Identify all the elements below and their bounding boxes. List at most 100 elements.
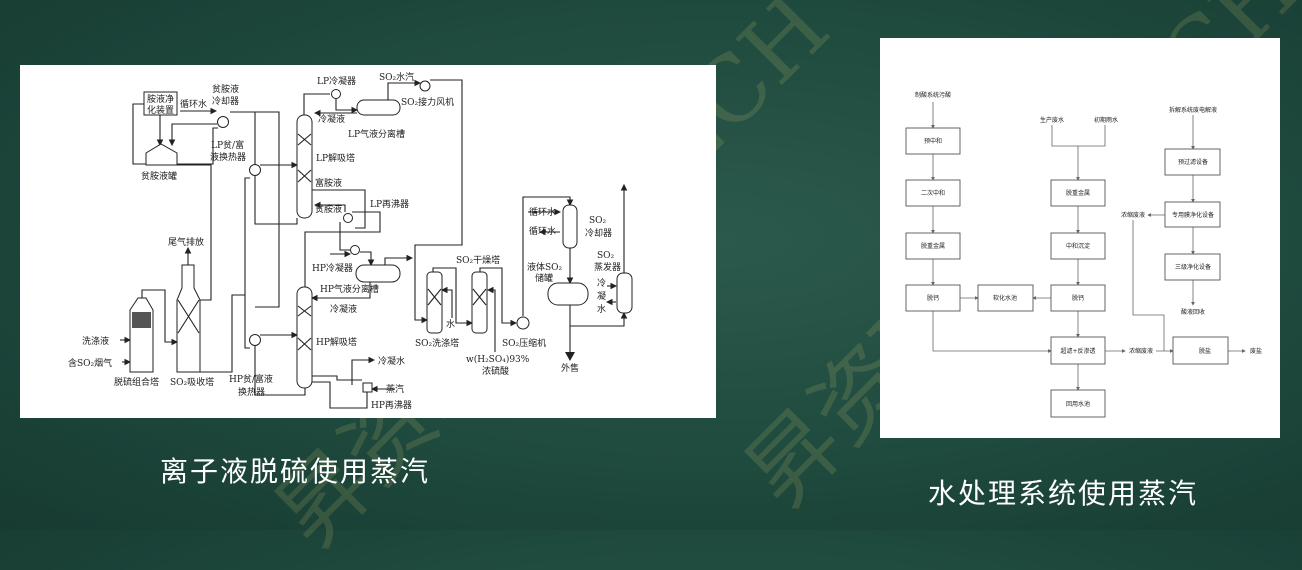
left-process-diagram: 胺液净 化装置 贫胺液 冷却器 循环水 贫胺液罐 LP贫/富 液换热器 LP冷凝… [68,71,633,411]
label: HP再沸器 [371,399,412,411]
label: HP气液分离槽 [320,283,379,295]
hp-separator [355,264,401,283]
box-label: 软化水池 [993,294,1017,302]
label: 冷却器 [212,95,239,107]
label: 贫胺液 [315,203,342,215]
box-label: 二次中和 [921,189,945,197]
box-label: 超滤+反渗透 [1060,347,1095,355]
box-label: 预中和 [924,137,942,145]
label: 冷凝水 [378,355,405,367]
label: 脱硫组合塔 [114,376,159,388]
so2-absorber-tower [176,264,201,373]
hp-heat-exchanger [249,334,261,346]
label: 富胺液 [315,177,342,189]
so2-dry-tower [471,271,488,334]
label: 循环水 [180,98,207,110]
label: LP冷凝器 [317,75,356,87]
output-label: 废盐 [1250,347,1262,355]
hp-condenser [350,245,360,255]
box-label: 脱盐 [1199,347,1211,355]
output-label: 浓缩废液 [1129,347,1153,355]
liquid-so2-tank [547,282,589,306]
flow-labels: 制酸系统污酸 生产废水 初期雨水 拆解系统废电解液 预中和 二次中和 脱重金属 … [915,91,1262,408]
export-arrow [565,352,575,361]
box-label: 三级净化设备 [1175,263,1211,271]
label: SO₂水汽 [379,71,414,83]
label: 液换热器 [210,151,246,163]
right-diagram-caption: 水处理系统使用蒸汽 [928,477,1199,510]
output-label: 酸液回收 [1181,308,1205,316]
so2-cooler [562,204,578,249]
label: 冷凝液 [318,113,345,125]
input-label: 制酸系统污酸 [915,91,951,99]
label: SO₂ [589,216,607,226]
so2-compressor [516,316,530,330]
lp-stripper-column [296,114,313,219]
label: 贫胺液 [212,83,239,95]
box-label: 脱钙 [927,294,939,302]
input-label: 拆解系统废电解液 [1169,106,1217,114]
label: 化装置 [147,104,174,116]
label: HP解吸塔 [316,336,357,348]
amine-purifier [143,91,178,116]
label: SO₂ [597,251,615,261]
label: 含SO₂烟气 [68,357,112,369]
label: SO₂吸收塔 [170,376,214,388]
left-diagram-caption: 离子液脱硫使用蒸汽 [160,455,431,488]
label: SO₂接力风机 [401,96,454,108]
box-label: 脱重金属 [1066,189,1090,197]
label: 循环水 [529,225,556,237]
box-label: 回用水池 [1066,400,1090,408]
so2-evaporator [616,272,633,314]
label: 水 [597,303,606,315]
lean-amine-cooler [217,116,229,128]
hp-reboiler [362,382,373,393]
label: w(H₂SO₄)93% [466,354,530,365]
label: 浓硫酸 [482,365,509,377]
label: SO₂干燥塔 [456,254,500,266]
output-label: 浓缩废液 [1121,211,1145,219]
label: 储罐 [535,272,553,284]
label: 胺液净 [147,93,174,105]
label: 循环水 [529,206,556,218]
label: 冷 [597,277,606,289]
so2-wash-tower [426,271,443,334]
label: 尾气排放 [168,236,204,248]
process-pipes [120,79,628,409]
label: HP贫/富液 [229,373,273,385]
box-label: 专用膜净化设备 [1172,211,1214,219]
label: 凝 [597,291,606,302]
label: LP再沸器 [370,198,409,210]
desulfurization-tower [129,297,154,373]
label: LP贫/富 [211,139,244,151]
right-water-treatment-diagram: 制酸系统污酸 生产废水 初期雨水 拆解系统废电解液 预中和 二次中和 脱重金属 … [905,91,1262,418]
diagrams-canvas: 胺液净 化装置 贫胺液 冷却器 循环水 贫胺液罐 LP贫/富 液换热器 LP冷凝… [68,71,1262,418]
label: 冷凝液 [330,303,357,315]
label: SO₂压缩机 [502,337,546,349]
box-label: 脱钙 [1072,294,1084,302]
hp-stripper-column [296,286,313,389]
label: 洗涤液 [82,335,109,347]
flow-lines [931,102,1246,391]
process-equipment [129,80,633,393]
label: HP冷凝器 [312,262,353,274]
label: 蒸汽 [386,383,404,395]
lp-condenser [331,89,341,99]
flow-boxes [905,127,1229,418]
so2-booster-fan [419,80,431,92]
label: 冷却器 [585,227,612,239]
lp-separator [356,99,401,116]
input-label: 生产废水 [1040,116,1064,124]
lean-amine-tank [145,143,178,166]
box-label: 中和沉淀 [1066,242,1090,250]
label: 换热器 [238,386,265,398]
lp-heat-exchanger [249,164,261,176]
lp-reboiler [343,213,353,223]
label: LP解吸塔 [316,152,355,164]
tower-packing [132,312,151,328]
label: 水 [446,318,455,330]
input-label: 初期雨水 [1094,116,1118,124]
label: 贫胺液罐 [141,170,177,182]
label: SO₂洗涤塔 [415,337,459,349]
box-label: 预过滤设备 [1178,158,1208,166]
